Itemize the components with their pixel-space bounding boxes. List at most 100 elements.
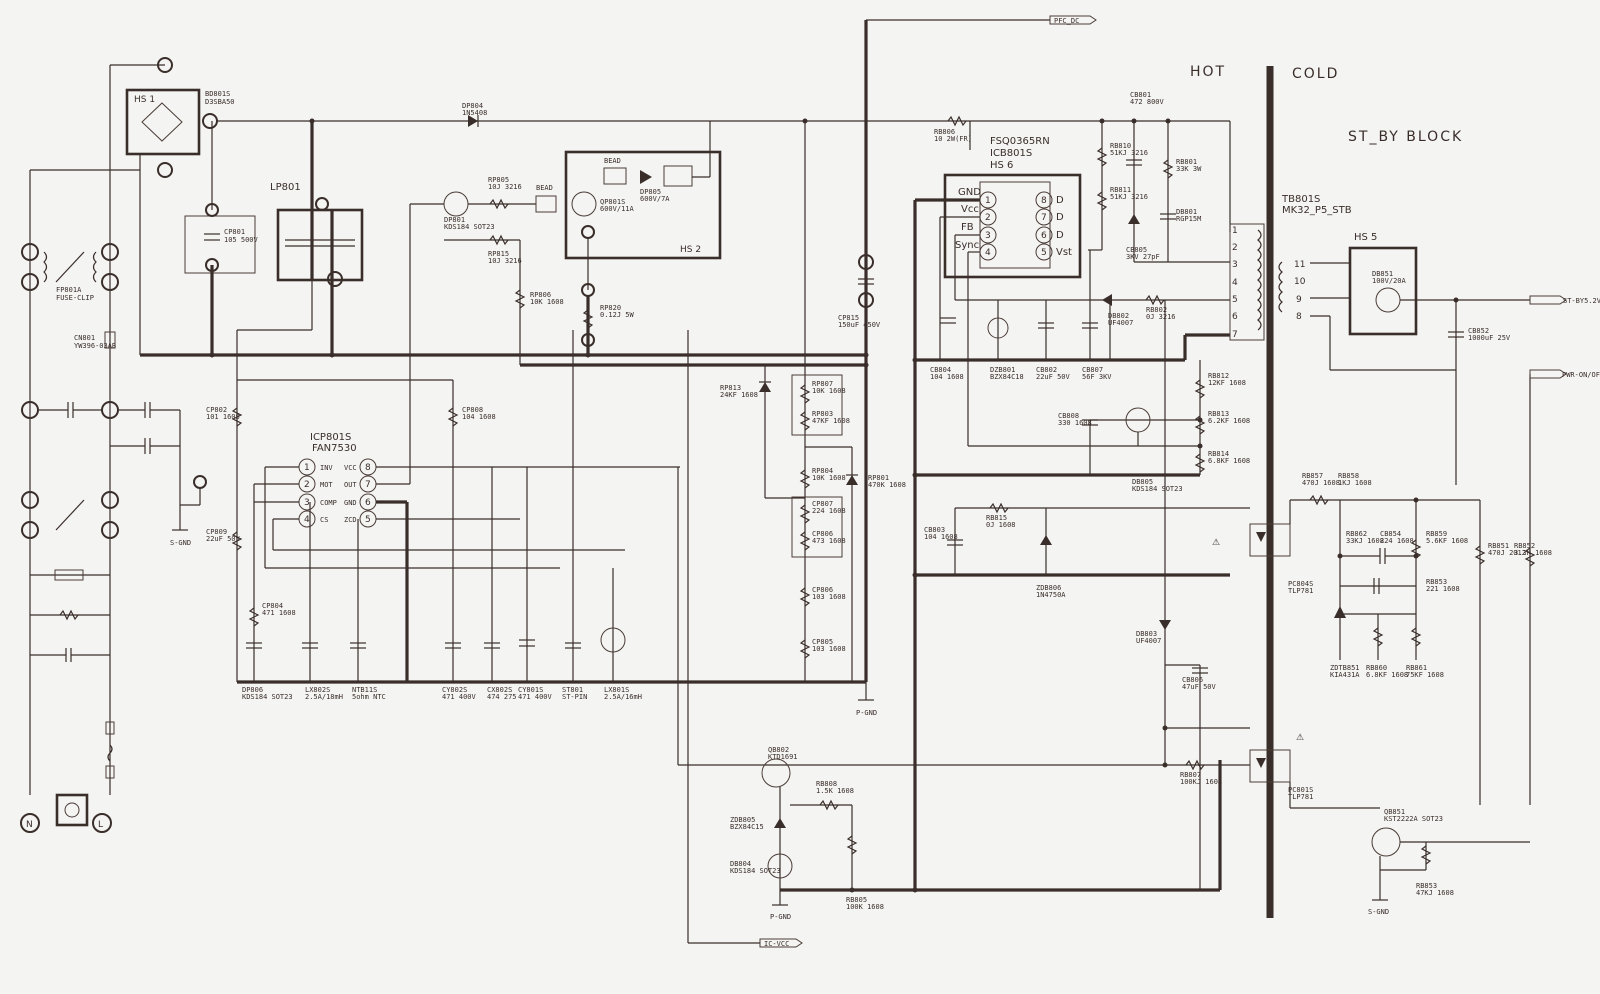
hs2-label: HS 2 bbox=[680, 245, 701, 255]
icb801s-pin-gnd: GND bbox=[958, 187, 981, 198]
icb801s-pin-d8: D bbox=[1056, 195, 1064, 206]
svg-text:6: 6 bbox=[1232, 312, 1238, 322]
rp809-ref: RP807 bbox=[812, 380, 833, 388]
db803-val: UF4007 bbox=[1136, 637, 1161, 645]
qb802-val: KTD1691 bbox=[768, 753, 798, 761]
rp803-ref: CP809 bbox=[206, 528, 227, 536]
cp809-val: 471 400V bbox=[518, 693, 553, 701]
cp801-val: 105 500V bbox=[224, 236, 259, 244]
bead-1-label: BEAD bbox=[536, 184, 553, 192]
rb812-val: 12KF 1608 bbox=[1208, 379, 1246, 387]
rp810-ref: RP803 bbox=[812, 410, 833, 418]
dp801-val: KDS184 SOT23 bbox=[444, 223, 495, 231]
db804-ref: DB804 bbox=[730, 860, 751, 868]
svg-text:1: 1 bbox=[304, 463, 310, 473]
rp805-ref: RP805 bbox=[488, 176, 509, 184]
dp802-val: 24KF 1608 bbox=[720, 391, 758, 399]
warn-pc801s: ⚠ bbox=[1296, 733, 1304, 743]
db801-ref: CB805 bbox=[1126, 246, 1147, 254]
svg-text:1: 1 bbox=[1232, 226, 1238, 236]
rp807-ref: CP808 bbox=[462, 406, 483, 414]
rb857-val: 470J 1608 bbox=[1302, 479, 1340, 487]
tb801s-ref: TB801S bbox=[1281, 194, 1320, 205]
rb802-val: 0J 3216 bbox=[1146, 313, 1176, 321]
ntb11s-ref: CN801 bbox=[74, 334, 95, 342]
svg-text:8: 8 bbox=[1296, 312, 1302, 322]
rb811-ref: RB811 bbox=[1110, 186, 1131, 194]
cp815-val: 150uF 450V bbox=[838, 321, 881, 329]
rb814-ref: RB814 bbox=[1208, 450, 1229, 458]
dp803-val: 470K 1608 bbox=[868, 481, 906, 489]
pc801s-ref: PC801S bbox=[1288, 786, 1313, 794]
rp806-ref: RP806 bbox=[530, 291, 551, 299]
rp804-val: 471 1608 bbox=[262, 609, 296, 617]
icp801s-pin-zcd: ZCD bbox=[344, 516, 357, 524]
cb808-ref: CB808 bbox=[1058, 412, 1079, 420]
rb812-ref: RB812 bbox=[1208, 372, 1229, 380]
bridge-rectifier: HS 1 BD801S D3SBA50 bbox=[125, 88, 235, 156]
rp811-val: 10K 1608 bbox=[812, 474, 846, 482]
cp801-ref: CP801 bbox=[224, 228, 245, 236]
pfc-bottom-caps: DP806 KDS184 SOT23 LX802S 2.5A/18mH NTB1… bbox=[242, 330, 642, 701]
svg-text:7: 7 bbox=[1232, 330, 1238, 340]
rp814-ref: CP806 bbox=[812, 586, 833, 594]
db803-ref: DB803 bbox=[1136, 630, 1157, 638]
rb802-ref: RB802 bbox=[1146, 306, 1167, 314]
hs5-label: HS 5 bbox=[1354, 232, 1377, 243]
qb851-ref: QB851 bbox=[1384, 808, 1405, 816]
rb813-val: 6.2KF 1608 bbox=[1208, 417, 1250, 425]
rp805-val: 10J 3216 bbox=[488, 183, 522, 191]
rb810-ref: RB810 bbox=[1110, 142, 1131, 150]
standby-block-label: ST_BY BLOCK bbox=[1348, 129, 1463, 145]
rb862-ref: RB862 bbox=[1346, 530, 1367, 538]
dp805-val: 600V/7A bbox=[640, 195, 670, 203]
qb802-ref: QB802 bbox=[768, 746, 789, 754]
dp804-val: 1N5408 bbox=[462, 109, 487, 117]
icb801s-ref: ICB801S bbox=[990, 148, 1032, 159]
rb859-ref: RB859 bbox=[1426, 530, 1447, 538]
cb806-ref: CB806 bbox=[1182, 676, 1203, 684]
bd801s-val: D3SBA50 bbox=[205, 98, 235, 106]
rb853b-ref: RB853 bbox=[1416, 882, 1437, 890]
icb801s-pin-vst: Vst bbox=[1056, 247, 1072, 258]
rb811-val: 51KJ 3216 bbox=[1110, 193, 1148, 201]
rb858-val: 1KJ 1608 bbox=[1338, 479, 1372, 487]
rp816-val: 473 1608 bbox=[812, 537, 846, 545]
rb807-ref: RB807 bbox=[1180, 771, 1201, 779]
rb814-val: 6.8KF 1608 bbox=[1208, 457, 1250, 465]
icp801s-pin-inv: INV bbox=[320, 464, 333, 472]
svg-text:2: 2 bbox=[1232, 243, 1238, 253]
cp806-ref: LX802S bbox=[305, 686, 330, 694]
cb854-ref: CB854 bbox=[1380, 530, 1401, 538]
rb857-ref: RB857 bbox=[1302, 472, 1323, 480]
cb802-ref: CB802 bbox=[1036, 366, 1057, 374]
qp801s-ref: QP801S bbox=[600, 198, 625, 206]
cp807-ref: DP806 bbox=[242, 686, 263, 694]
rp812-ref: CP807 bbox=[812, 500, 833, 508]
cb806-val: 47uF 50V bbox=[1182, 683, 1217, 691]
rb808-val: 1.5K 1608 bbox=[816, 787, 854, 795]
pwr-on-connector: PWR-ON/OFF bbox=[1562, 371, 1600, 379]
db804-val: KDS184 SOT23 bbox=[730, 867, 781, 875]
rb815-ref: RB815 bbox=[986, 514, 1007, 522]
rp811-ref: RP804 bbox=[812, 467, 833, 475]
zdb806-ref: ZDB806 bbox=[1036, 584, 1061, 592]
cb854-val: 224 1608 bbox=[1380, 537, 1414, 545]
zdb805-val: BZX84C15 bbox=[730, 823, 764, 831]
cp802-ref: CY802S bbox=[442, 686, 467, 694]
cb803-val: 104 1608 bbox=[924, 533, 958, 541]
cb802-val: 22uF 50V bbox=[1036, 373, 1071, 381]
hs6-label: HS 6 bbox=[990, 160, 1013, 171]
rp804-ref: CP804 bbox=[262, 602, 283, 610]
cp808-ref: CX802S bbox=[487, 686, 512, 694]
cb805-ref: DB801 bbox=[1176, 208, 1197, 216]
standby-transformer: TB801S MK32_P5_STB 1 2 3 4 5 6 7 11 10 9… bbox=[1229, 194, 1352, 341]
pc804s-ref: PC804S bbox=[1288, 580, 1313, 588]
rb801-ref: RB801 bbox=[1176, 158, 1197, 166]
cp808-val: 474 275 bbox=[487, 693, 517, 701]
s-gnd-1-label: S-GND bbox=[170, 539, 191, 547]
dp804-ref: DP804 bbox=[462, 102, 483, 110]
svg-text:4: 4 bbox=[1232, 278, 1238, 288]
svg-text:3: 3 bbox=[1232, 260, 1238, 270]
cp807-val: KDS184 SOT23 bbox=[242, 693, 293, 701]
